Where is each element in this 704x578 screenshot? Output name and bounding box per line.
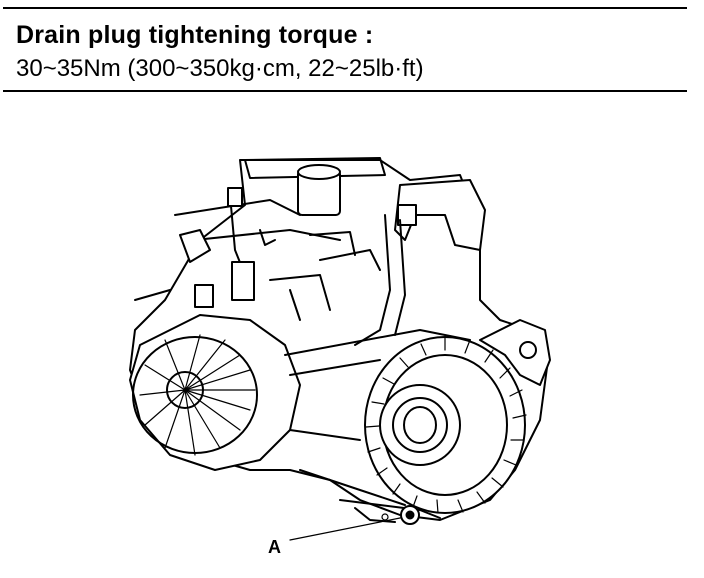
spec-value: 30~35Nm (300~350kg·cm, 22~25lb·ft) [16,55,424,82]
torque-spec-box: Drain plug tightening torque : 30~35Nm (… [3,7,687,92]
end-cover [129,314,301,471]
callout-leader-line [289,517,401,541]
transaxle-illustration [129,157,551,541]
spec-title: Drain plug tightening torque : [16,21,374,49]
callout-label-a: A [268,537,281,557]
